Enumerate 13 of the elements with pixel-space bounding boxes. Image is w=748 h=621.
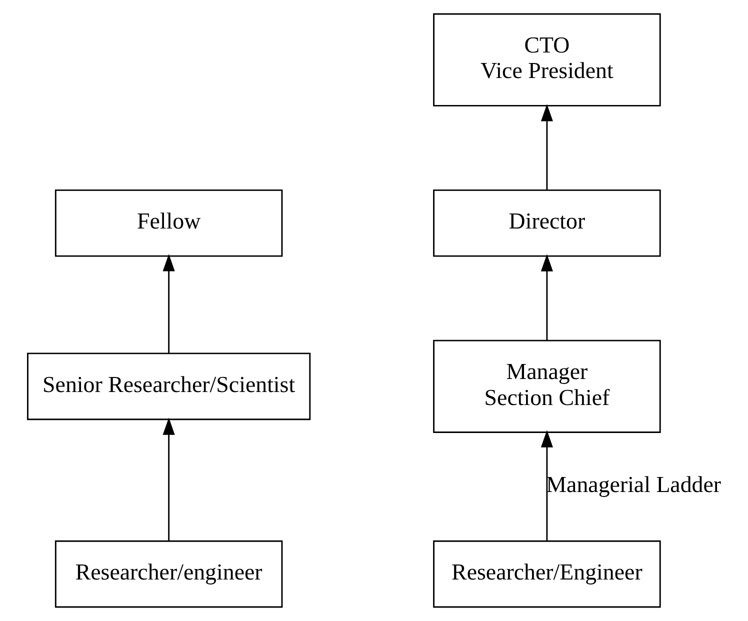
node-box: Researcher/engineer (54, 540, 283, 608)
node-box: Manager Section Chief (433, 340, 661, 433)
arrow (162, 418, 175, 541)
node-box: Senior Researcher/Scientist (27, 352, 311, 420)
arrow (540, 430, 553, 541)
arrow (540, 104, 553, 190)
node-box: Director (433, 189, 661, 257)
node-box: CTO Vice President (433, 13, 661, 106)
arrow (540, 254, 553, 340)
node-box: Fellow (54, 189, 283, 257)
edge-label: Managerial Ladder (546, 472, 722, 498)
arrow (162, 254, 175, 354)
node-box: Researcher/Engineer (433, 540, 661, 608)
